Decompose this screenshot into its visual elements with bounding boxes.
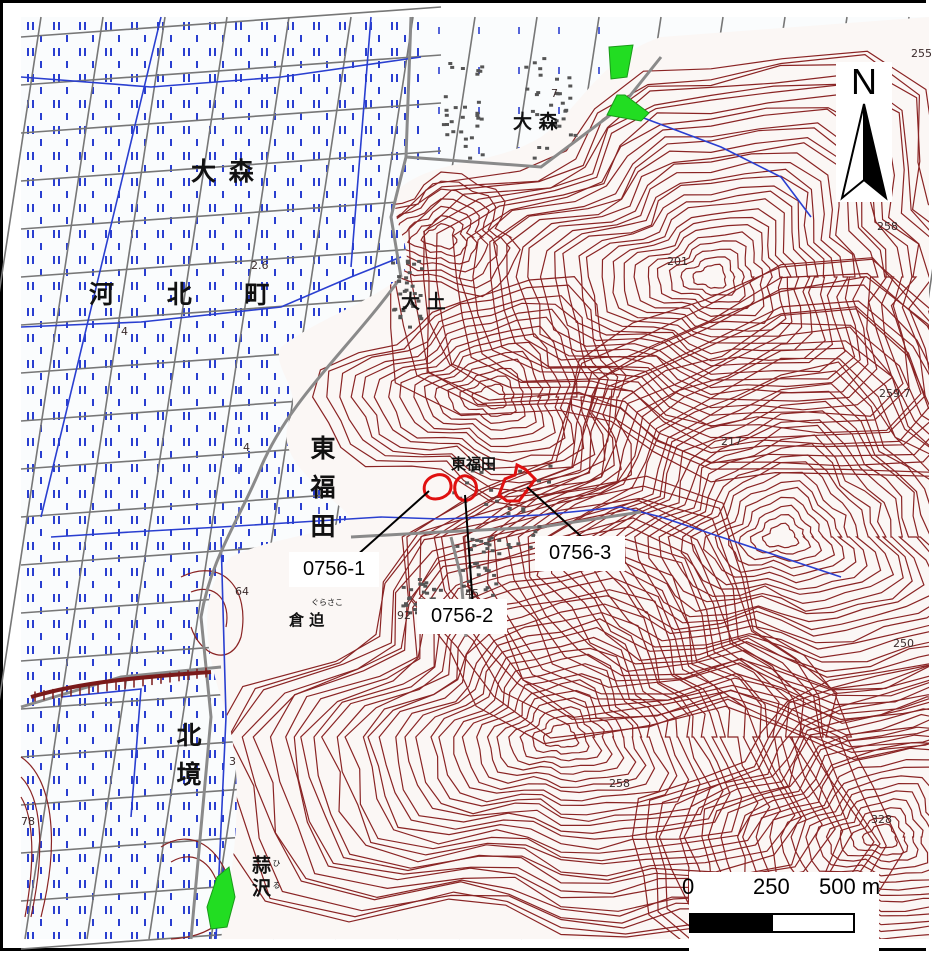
place-label-kahoku-town: 河 北 町 bbox=[89, 280, 292, 309]
elevation-label: 217 bbox=[721, 435, 742, 448]
place-label-hiruzawa-vertical: 蒜沢 bbox=[249, 855, 271, 901]
elevation-label: 7 bbox=[551, 87, 558, 100]
callout-leaders bbox=[354, 486, 586, 608]
elevation-label: 4 bbox=[243, 441, 250, 454]
north-arrow: N bbox=[836, 62, 892, 202]
elevation-label: 259.7 bbox=[879, 387, 911, 400]
site-0756-3-outline[interactable] bbox=[497, 462, 537, 503]
map-canvas bbox=[0, 6, 932, 950]
place-label-omori-north: 大 森 bbox=[513, 111, 558, 133]
site-0756-1-outline[interactable] bbox=[422, 473, 453, 501]
place-ruby-kurasako: ぐらさこ bbox=[311, 598, 343, 607]
scale-tick-250: 250 bbox=[753, 874, 790, 899]
place-label-higashifukuda-vertical: 東福田 bbox=[307, 435, 336, 552]
scale-tick-500: 500 m bbox=[819, 874, 881, 899]
elevation-label: 4 bbox=[121, 325, 128, 338]
scale-bar-graphic bbox=[689, 913, 855, 933]
elevation-label: 92 bbox=[397, 609, 411, 622]
elevation-label: 258 bbox=[609, 777, 630, 790]
embankment-line bbox=[30, 667, 212, 702]
site-0756-2-outline[interactable] bbox=[453, 474, 478, 502]
green-areas bbox=[206, 44, 650, 930]
site-callout-0756-3[interactable]: 0756-3 bbox=[535, 536, 626, 571]
place-label-higashifukuda-village: 東福田 bbox=[451, 455, 497, 473]
site-callout-0756-2[interactable]: 0756-2 bbox=[417, 599, 508, 634]
elevation-label: 45 bbox=[465, 587, 479, 600]
site-callout-0756-1[interactable]: 0756-1 bbox=[289, 552, 380, 587]
elevation-label: 328 bbox=[871, 813, 892, 826]
place-label-kitazakai-vertical: 北境 bbox=[173, 722, 202, 800]
scale-tick-0: 0 bbox=[682, 874, 695, 899]
contour-lines bbox=[213, 50, 930, 939]
elevation-label: 258 bbox=[877, 220, 898, 233]
place-label-ododo: 大 土 bbox=[401, 291, 446, 313]
elevation-label: 255 bbox=[911, 47, 932, 60]
elevation-label: 64 bbox=[235, 585, 249, 598]
site-outlines bbox=[422, 462, 537, 503]
scale-bar: 0 250 500 m bbox=[682, 872, 881, 962]
elevation-label: 3 bbox=[229, 755, 236, 768]
water-courses bbox=[20, 16, 842, 940]
north-label: N bbox=[851, 61, 877, 102]
elevation-label: 78 bbox=[21, 815, 35, 828]
place-label-omori-west: 大 森 bbox=[191, 157, 256, 186]
elevation-label: 2.6 bbox=[251, 259, 269, 272]
elevation-label: 250 bbox=[893, 637, 914, 650]
elevation-label: 201 bbox=[667, 255, 688, 268]
north-arrow-icon bbox=[840, 103, 888, 201]
topographic-map[interactable]: 大 森 河 北 町 大 森 大 土 東福田 東福田 倉 迫 ぐらさこ 北境 蒜沢… bbox=[0, 6, 932, 962]
place-ruby-hiruzawa: ひる bbox=[272, 859, 281, 903]
place-label-kurasako: 倉 迫 bbox=[289, 611, 325, 629]
